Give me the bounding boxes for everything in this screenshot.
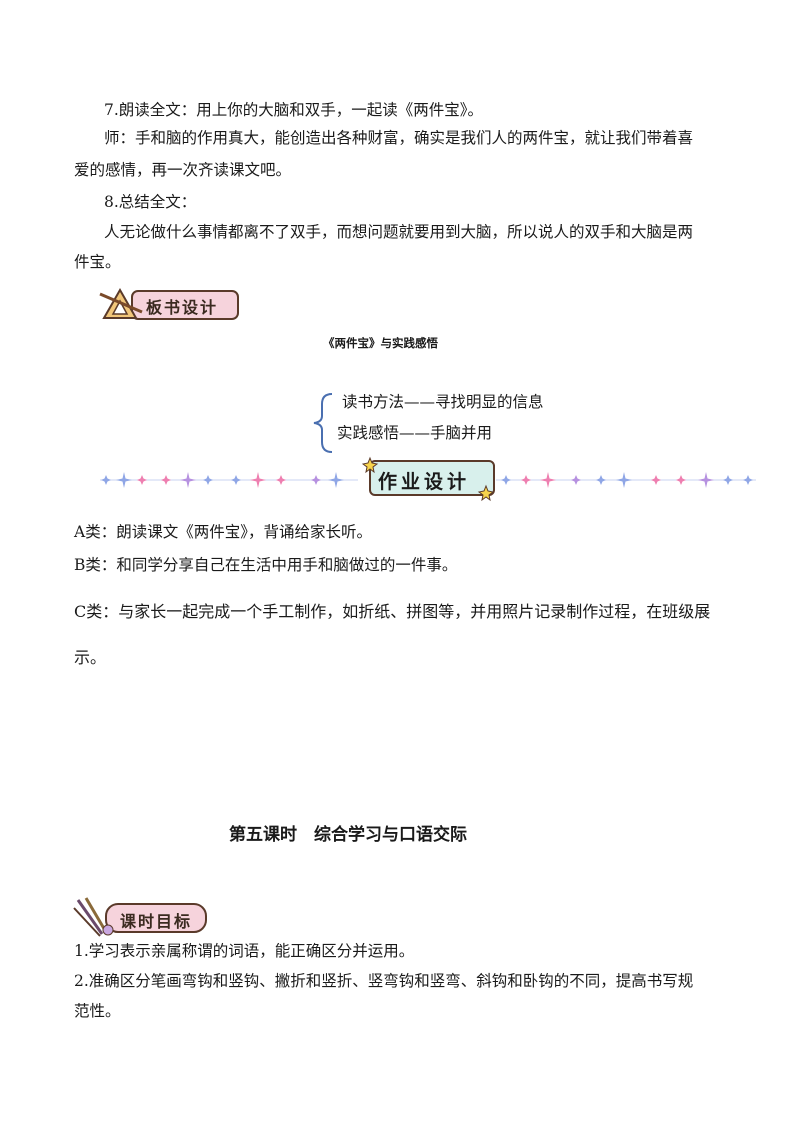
sparkle-icon [276,475,286,485]
sparkle-icon [540,472,556,488]
homework-c-line2: 示。 [74,648,107,667]
board-design-banner: 板书设计 [96,284,246,326]
sparkle-icon [743,475,753,485]
board-design-title: 板书设计 [146,298,219,317]
sparkle-icon [161,475,171,485]
sparkle-icon [501,475,511,485]
sparkle-icon [698,472,714,488]
lesson-goals-title: 课时目标 [120,912,193,931]
summary-line1: 人无论做什么事情都离不了双手，而想问题就要用到大脑，所以说人的双手和大脑是两 [104,223,694,241]
sparkle-icon [651,475,661,485]
flower-icon [102,924,114,936]
sparkle-icon [116,472,132,488]
sparkle-icon [521,475,531,485]
sparkle-icon [328,472,344,488]
sparkle-icon [101,475,111,485]
board-title: 《两件宝》与实践感悟 [323,336,438,350]
sparkle-icon [596,475,606,485]
sparkle-divider [100,472,756,488]
sparkle-icon [137,475,147,485]
board-item-2: 实践感悟——手脑并用 [337,424,493,442]
brace-icon [313,393,333,453]
homework-b: B类：和同学分享自己在生活中用手和脑做过的一件事。 [74,556,458,574]
goal-1: 1.学习表示亲属称谓的词语，能正确区分并运用。 [74,942,415,960]
sparkle-icon [723,475,733,485]
sparkle-icon [203,475,213,485]
sparkle-icon [180,472,196,488]
sparkle-icon [250,472,266,488]
homework-a: A类：朗读课文《两件宝》，背诵给家长听。 [74,523,372,541]
teacher-remark-line1: 师：手和脑的作用真大，能创造出各种财富，确实是我们人的两件宝，就让我们带着喜 [104,129,694,147]
section-heading: 第五课时 综合学习与口语交际 [229,825,467,845]
goal-2-line2: 范性。 [74,1002,121,1020]
star-icon [361,456,379,474]
pencil-icon [99,292,143,314]
board-item-1: 读书方法——寻找明显的信息 [342,393,544,411]
lesson-step-7: 7.朗读全文：用上你的大脑和双手，一起读《两件宝》。 [104,101,484,119]
star-icon [477,484,495,502]
summary-line2: 件宝。 [74,253,121,271]
sparkle-icon [676,475,686,485]
lesson-goals-banner-graphic [73,897,207,937]
sparkle-icon [571,475,581,485]
homework-banner-graphic [361,456,495,502]
homework-c-line1: C类：与家长一起完成一个手工制作，如折纸、拼图等，并用照片记录制作过程，在班级展 [74,602,710,622]
lesson-goals-banner: 课时目标 [72,896,212,940]
lesson-step-8: 8.总结全文： [104,193,197,211]
homework-c-label: C类： [74,602,119,621]
homework-banner: 作业设计 [361,456,498,504]
sparkle-icon [311,475,321,485]
brush-icon [76,899,104,935]
sparkle-icon [231,475,241,485]
sparkle-icon [616,472,632,488]
pen-icon [84,897,108,933]
homework-c-text: 与家长一起完成一个手工制作，如折纸、拼图等，并用照片记录制作过程，在班级展 [118,602,711,621]
board-design-banner-graphic [99,287,239,320]
teacher-remark-line2: 爱的感情，再一次齐读课文吧。 [74,161,292,179]
homework-title: 作业设计 [378,471,471,493]
goal-2-line1: 2.准确区分笔画弯钩和竖钩、撇折和竖折、竖弯钩和竖弯、斜钩和卧钩的不同，提高书写… [74,972,694,990]
